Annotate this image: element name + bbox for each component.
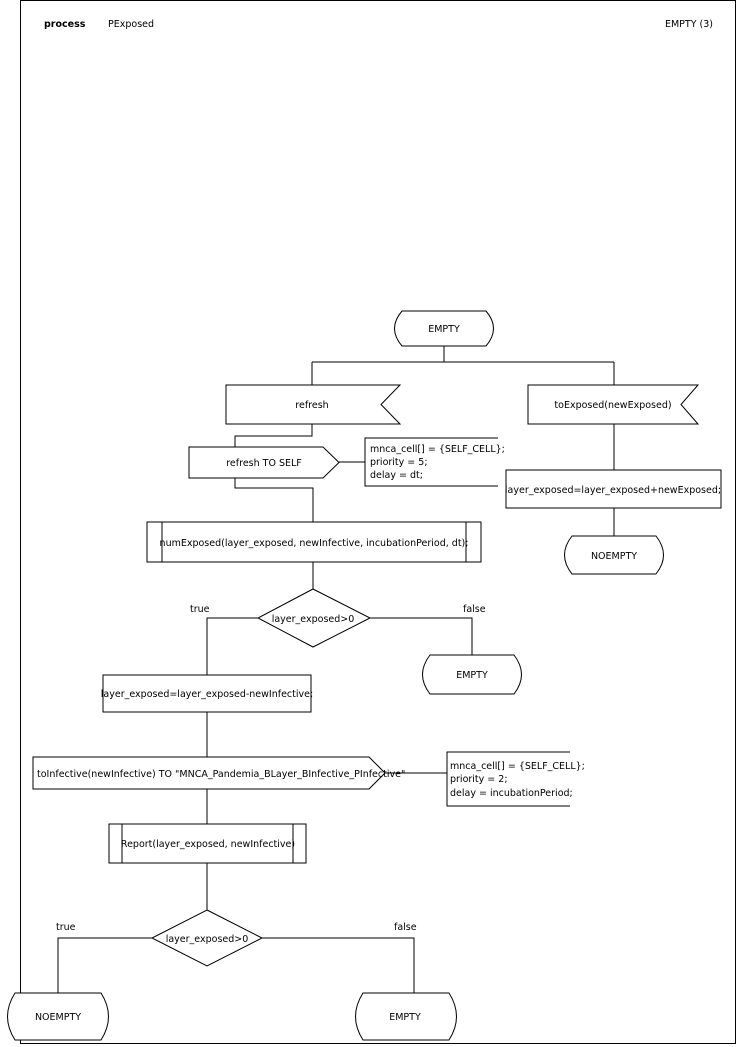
comment-refresh-line: mnca_cell[] = {SELF_CELL}; [370,444,505,455]
proc-num-exposed-label: numExposed(layer_exposed, newInfective, … [160,538,469,549]
comment-to-infective-params: mnca_cell[] = {SELF_CELL}; priority = 2;… [446,751,585,807]
output-to-infective-label: toInfective(newInfective) TO "MNCA_Pande… [37,769,405,780]
state-empty-bottom: EMPTY [355,992,457,1041]
task-add-exposed: layer_exposed=layer_exposed+newExposed; [505,469,722,509]
state-empty-mid: EMPTY [422,654,522,695]
comment-infective-line: mnca_cell[] = {SELF_CELL}; [450,761,585,772]
state-noempty-right: NOEMPTY [564,535,664,575]
decision-exposed-positive: layer_exposed>0 true false [190,588,486,648]
output-refresh-label: refresh TO SELF [226,458,302,469]
decision-1-true-label: true [190,604,210,615]
procedure-call-report: Report(layer_exposed, newInfective) [108,823,307,864]
comment-refresh-line: priority = 5; [370,457,428,468]
decision-2-true-label: true [56,922,76,933]
task-sub-infective-label: layer_exposed=layer_exposed-newInfective… [101,689,313,700]
input-signal-refresh: refresh [225,384,402,425]
procedure-call-num-exposed: numExposed(layer_exposed, newInfective, … [146,521,482,563]
start-state-empty: EMPTY [394,310,494,347]
proc-report-label: Report(layer_exposed, newInfective) [121,839,295,850]
start-state-label: EMPTY [428,324,460,335]
comment-infective-line: priority = 2; [450,774,508,785]
input-to-exposed-label: toExposed(newExposed) [554,400,671,411]
state-empty-mid-label: EMPTY [456,670,488,681]
decision-2-label: layer_exposed>0 [166,934,249,945]
process-name: PExposed [108,19,154,30]
task-add-exposed-label: layer_exposed=layer_exposed+newExposed; [505,485,721,496]
comment-refresh-params: mnca_cell[] = {SELF_CELL}; priority = 5;… [364,437,505,487]
decision-1-label: layer_exposed>0 [272,614,355,625]
comment-infective-line: delay = incubationPeriod; [450,788,573,799]
state-noempty-bottom-label: NOEMPTY [35,1012,81,1023]
decision-exposed-positive-2: layer_exposed>0 true false [56,909,417,967]
comment-refresh-line: delay = dt; [370,470,423,481]
output-signal-refresh-to-self: refresh TO SELF [188,446,340,479]
decision-2-false-label: false [394,922,417,933]
state-noempty-right-label: NOEMPTY [591,551,637,562]
state-empty-bottom-label: EMPTY [389,1012,421,1023]
input-refresh-label: refresh [295,400,328,411]
flow-lines [57,346,615,993]
state-noempty-bottom: NOEMPTY [7,992,109,1041]
input-signal-to-exposed: toExposed(newExposed) [527,384,700,425]
decision-1-false-label: false [463,604,486,615]
page-label: EMPTY (3) [665,19,713,30]
task-sub-infective: layer_exposed=layer_exposed-newInfective… [101,674,313,713]
process-keyword: process [44,19,86,30]
output-signal-to-infective: toInfective(newInfective) TO "MNCA_Pande… [32,756,405,790]
page-frame [20,0,736,1044]
